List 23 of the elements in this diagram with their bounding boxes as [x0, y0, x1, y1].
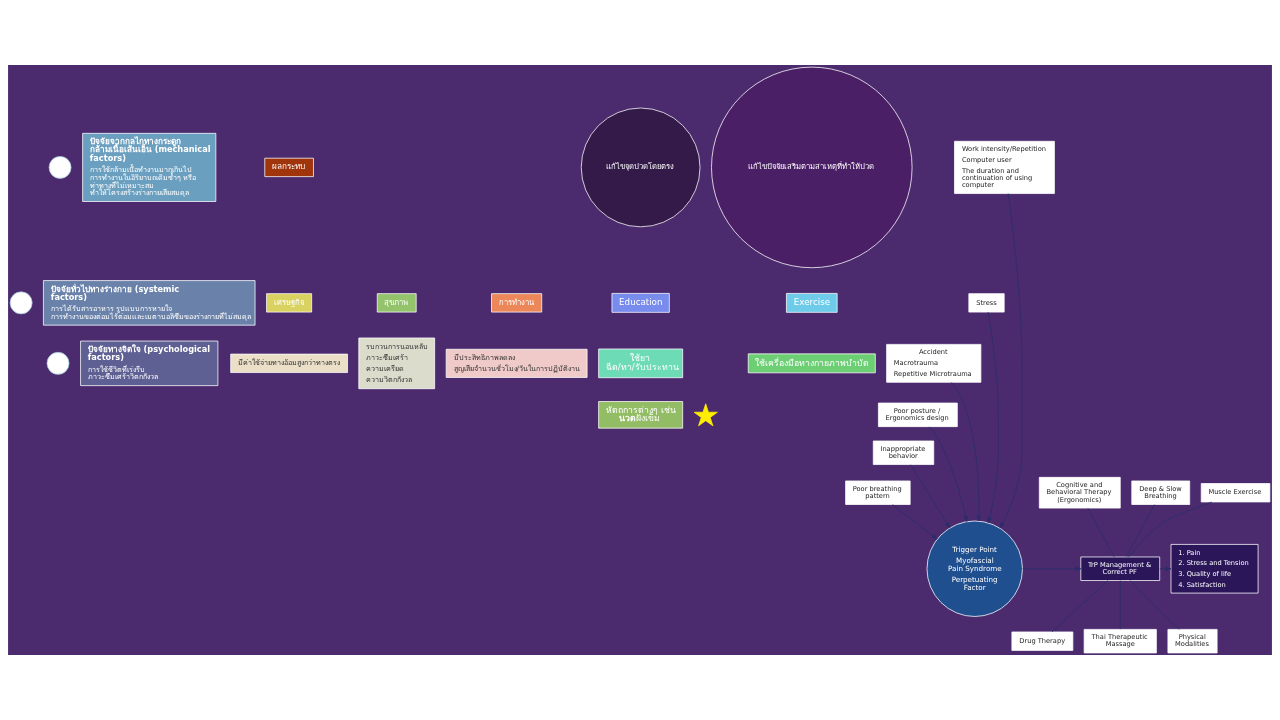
- connector: [1051, 580, 1109, 633]
- node-circle: [9, 291, 33, 315]
- connector: [1126, 504, 1155, 558]
- arrow: [987, 311, 999, 524]
- arrow: [1022, 566, 1082, 571]
- connector: [1087, 507, 1115, 558]
- node-star: [693, 403, 718, 427]
- arrow: [999, 193, 1023, 529]
- node-box: Education: [611, 293, 670, 313]
- arrow: [892, 504, 938, 540]
- node-box: ใช้ยา ฉีด/ทา/รับประทาน: [598, 348, 684, 379]
- node-box: หัตถการต่างๆ เช่น นวดฝังเข็ม: [598, 401, 684, 429]
- node-circle: [48, 156, 72, 179]
- connector: [1130, 580, 1180, 630]
- arrow: [1159, 566, 1172, 571]
- node-box: ผลกระทบ: [264, 157, 314, 178]
- node-box: Exercise: [786, 293, 838, 313]
- arrow: [910, 464, 951, 529]
- arrow: [928, 426, 968, 522]
- node-circle: [46, 351, 70, 375]
- connector: [1128, 501, 1213, 558]
- node-box: ใช้เครื่องมือทางกายภาพบำบัด: [747, 353, 876, 374]
- arrow: [951, 382, 981, 522]
